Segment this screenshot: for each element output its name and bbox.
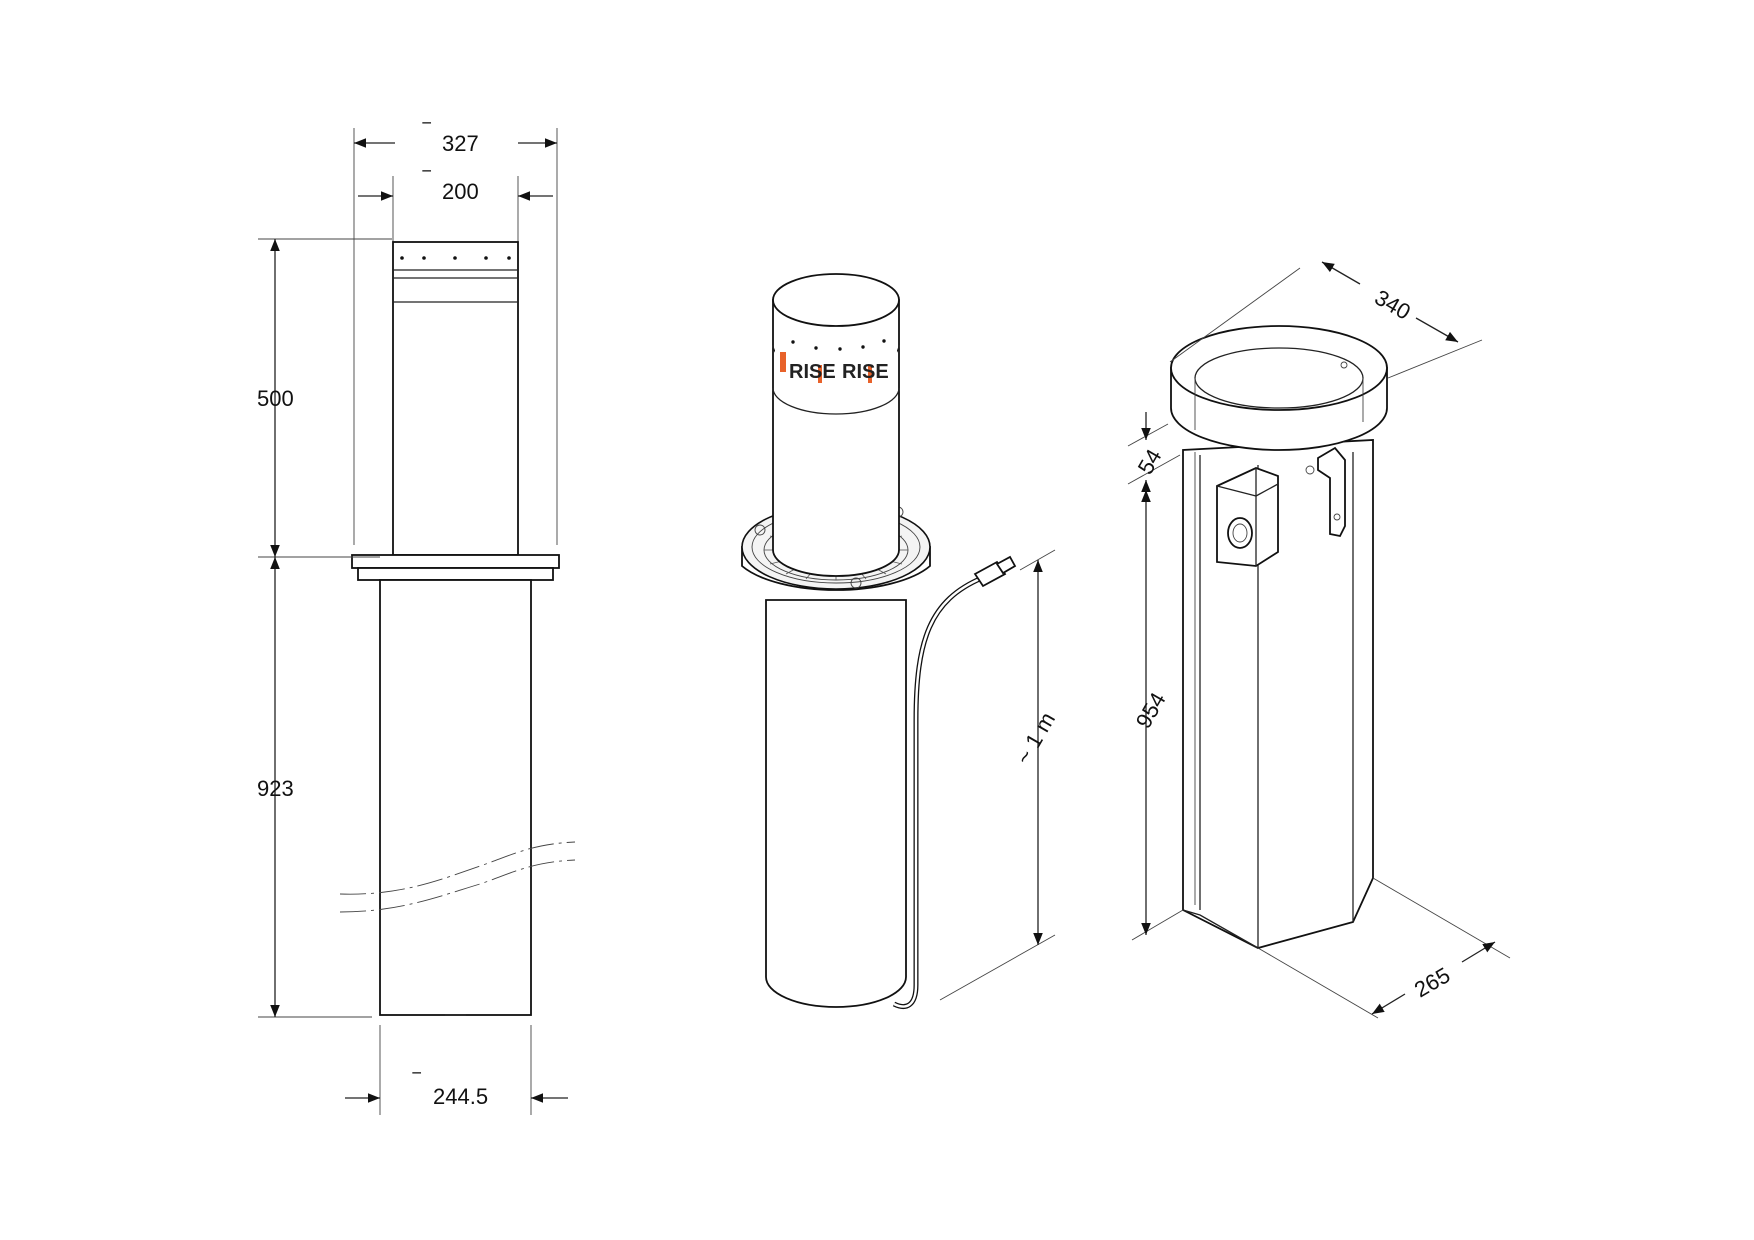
dim-line-265-right bbox=[1461, 941, 1496, 963]
front-elevation-view: ‾ 327 ‾ 200 bbox=[257, 120, 576, 1115]
dim-label-2445: 244.5 bbox=[433, 1084, 488, 1109]
housing-junction-box bbox=[1216, 467, 1279, 567]
front-bollard-post bbox=[392, 241, 519, 556]
housing-top-ring bbox=[1170, 325, 1388, 411]
bollard-top-bolts bbox=[791, 339, 886, 351]
cable-connector bbox=[973, 555, 1017, 588]
housing-bracket-clip bbox=[1305, 446, 1346, 538]
dim-label-265: 265 bbox=[1410, 962, 1454, 1002]
break-line-lower bbox=[339, 859, 576, 913]
dim-label-54: 54 bbox=[1133, 445, 1167, 479]
dim-symbol-200: ‾ bbox=[422, 168, 432, 193]
rise-logo: RISE bbox=[789, 361, 836, 383]
bollard-top-cap bbox=[772, 273, 900, 327]
housing-isometric-view: 340 54 954 265 bbox=[1127, 261, 1511, 1019]
dim-symbol-2445: ‾ bbox=[412, 1070, 422, 1095]
dim-line-265-left bbox=[1371, 993, 1406, 1015]
dim-label-954: 954 bbox=[1131, 688, 1171, 732]
break-line-upper bbox=[339, 841, 576, 895]
dim-label-200: 200 bbox=[442, 179, 479, 204]
front-flange bbox=[351, 554, 560, 569]
bollard-cable bbox=[892, 575, 983, 1010]
dim-symbol-327: ‾ bbox=[422, 120, 432, 145]
bollard-isometric-view: RISE RISE ~ 1 m bbox=[741, 273, 1060, 1010]
dim-label-340: 340 bbox=[1371, 285, 1415, 325]
dim-label-500: 500 bbox=[257, 386, 294, 411]
bollard-underground-body bbox=[765, 599, 907, 1008]
dim-label-327: 327 bbox=[442, 131, 479, 156]
bollard-logo-band: RISE RISE bbox=[775, 348, 897, 384]
dim-label-923: 923 bbox=[257, 776, 294, 801]
dim-label-cable: ~ 1 m bbox=[1011, 708, 1060, 769]
front-bolt-row bbox=[400, 256, 511, 260]
front-underground-body bbox=[379, 579, 532, 1016]
dim-line-340-left bbox=[1321, 261, 1361, 285]
svg-text:RISE: RISE bbox=[842, 361, 889, 383]
dim-line-340-right bbox=[1415, 317, 1459, 343]
